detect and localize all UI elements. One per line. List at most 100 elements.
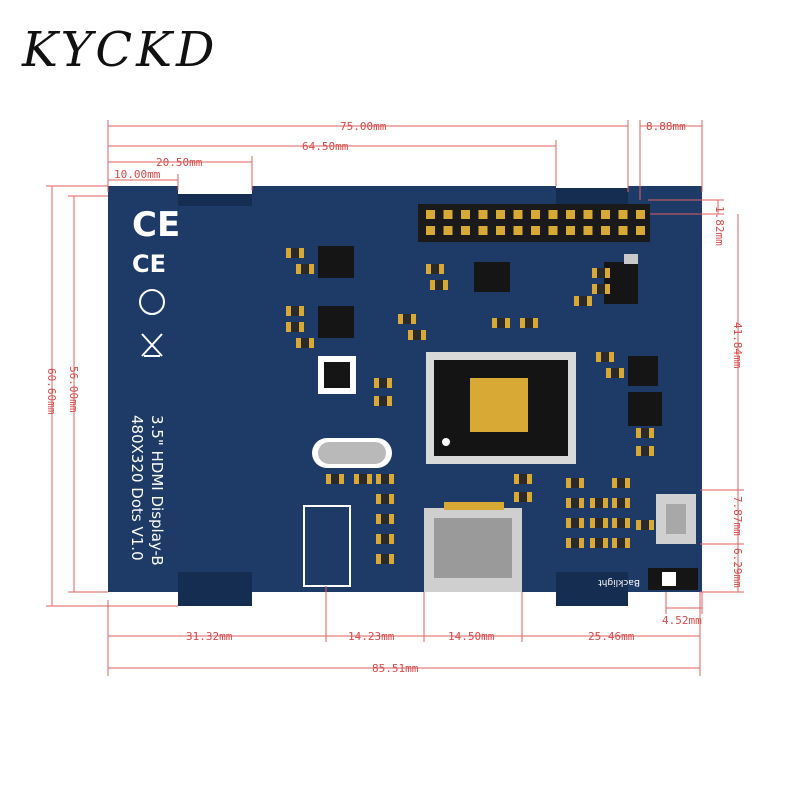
- regulator-middle: [628, 356, 658, 386]
- ic-middle-left: [318, 306, 354, 338]
- smd-component: [286, 248, 304, 258]
- smd-component: [636, 428, 654, 438]
- gpio-pin: [513, 210, 523, 219]
- gpio-pin: [478, 226, 488, 235]
- smd-component: [408, 330, 426, 340]
- backlight-switch-knob: [662, 572, 676, 586]
- dim-label-top-64-5: 64.50mm: [302, 140, 349, 153]
- smd-component: [612, 538, 630, 548]
- dim-label-bottom-31-32: 31.32mm: [186, 630, 233, 643]
- smd-component: [398, 314, 416, 324]
- smd-component: [574, 296, 592, 306]
- smd-component: [636, 446, 654, 456]
- micro-usb-opening: [666, 504, 686, 534]
- gpio-pin: [426, 210, 435, 219]
- bottom-connector-left: [178, 572, 252, 606]
- touch-connector-outline: [303, 505, 351, 587]
- gpio-pin: [496, 210, 505, 219]
- smd-component: [566, 478, 584, 488]
- gpio-pin: [443, 210, 453, 219]
- smd-component: [376, 534, 394, 544]
- gpio-pin: [461, 210, 470, 219]
- smd-component: [636, 520, 654, 530]
- gpio-pin: [583, 210, 593, 219]
- main-controller-chip: [426, 352, 576, 464]
- dim-label-right-1-82: 1.82mm: [713, 206, 726, 246]
- top-notch-left: [178, 186, 252, 194]
- qfp-pin1-marker: [442, 438, 450, 446]
- hdmi-pins: [444, 502, 504, 510]
- smd-component: [592, 284, 610, 294]
- pcb-body: [108, 186, 702, 592]
- silkscreen-backlight: Backlight: [598, 577, 640, 587]
- smd-component: [426, 264, 444, 274]
- smd-component: [566, 498, 584, 508]
- dim-label-bottom-25-46: 25.46mm: [588, 630, 635, 643]
- dim-label-top-20-5: 20.50mm: [156, 156, 203, 169]
- smd-component: [596, 352, 614, 362]
- smd-component: [612, 498, 630, 508]
- bottom-connector-right: [556, 572, 628, 606]
- gpio-pin: [531, 226, 540, 235]
- mini-hdmi-port: [424, 502, 522, 592]
- dim-label-top-10: 10.00mm: [114, 168, 161, 181]
- top-notch-right: [556, 180, 628, 188]
- gpio-pin: [496, 226, 505, 235]
- smd-component: [430, 280, 448, 290]
- weee-bin-icon: [141, 333, 163, 357]
- smd-component: [590, 518, 608, 528]
- gpio-pin: [583, 226, 593, 235]
- gpio-pin: [566, 210, 575, 219]
- gpio-pin: [566, 226, 575, 235]
- smd-component: [520, 318, 538, 328]
- silkscreen-model: 3.5" HDMI Display-B: [148, 415, 166, 566]
- ce-mark-2: CE: [132, 250, 166, 278]
- smd-component: [376, 554, 394, 564]
- smd-component: [296, 264, 314, 274]
- smd-component: [514, 474, 532, 484]
- ce-mark-1: CE: [132, 205, 180, 245]
- smd-component: [592, 268, 610, 278]
- crystal-oscillator: [318, 442, 386, 464]
- smd-component: [374, 396, 392, 406]
- gpio-pin: [636, 210, 645, 219]
- smd-component: [354, 474, 372, 484]
- dim-label-top-8-88: 8.88mm: [646, 120, 686, 133]
- dim-label-top-75: 75.00mm: [340, 120, 387, 133]
- gpio-pin: [531, 210, 540, 219]
- smd-component: [374, 378, 392, 388]
- regulator-top-tab: [624, 254, 638, 264]
- dim-label-left-56: 56.00mm: [67, 366, 80, 413]
- gpio-pin: [513, 226, 523, 235]
- ic-upper-center: [474, 262, 510, 292]
- smd-component: [566, 538, 584, 548]
- dim-label-bottom-85-51: 85.51mm: [372, 662, 419, 675]
- smd-component: [296, 338, 314, 348]
- smd-component: [514, 492, 532, 502]
- gpio-pin: [636, 226, 645, 235]
- brand-logo: KYCKD: [22, 22, 219, 78]
- dim-label-left-60-6: 60.60mm: [45, 368, 58, 415]
- gpio-pin: [443, 226, 453, 235]
- dim-label-right-7-87: 7.87mm: [731, 496, 744, 536]
- smd-component: [376, 514, 394, 524]
- gpio-header-body: [418, 204, 650, 242]
- gpio-pin: [548, 226, 558, 235]
- gpio-pin: [478, 210, 488, 219]
- smd-component: [566, 518, 584, 528]
- smd-component: [492, 318, 510, 328]
- gpio-pin: [548, 210, 558, 219]
- regulator-lower: [628, 392, 662, 426]
- top-connector-right: [556, 186, 628, 206]
- smd-component: [376, 494, 394, 504]
- certification-marks: CE CE: [132, 205, 180, 357]
- gpio-pin: [601, 210, 610, 219]
- pcb-board: CE CE 3.5" HDMI Display-B 480X320 Dots V…: [108, 180, 702, 606]
- smd-component: [590, 538, 608, 548]
- smd-component: [612, 478, 630, 488]
- smd-component: [286, 322, 304, 332]
- ic-upper-left: [318, 246, 354, 278]
- qfp-gold-pad: [470, 378, 528, 432]
- dimension-lines: 75.00mm 64.50mm 20.50mm 10.00mm 8.88mm 6…: [45, 120, 744, 676]
